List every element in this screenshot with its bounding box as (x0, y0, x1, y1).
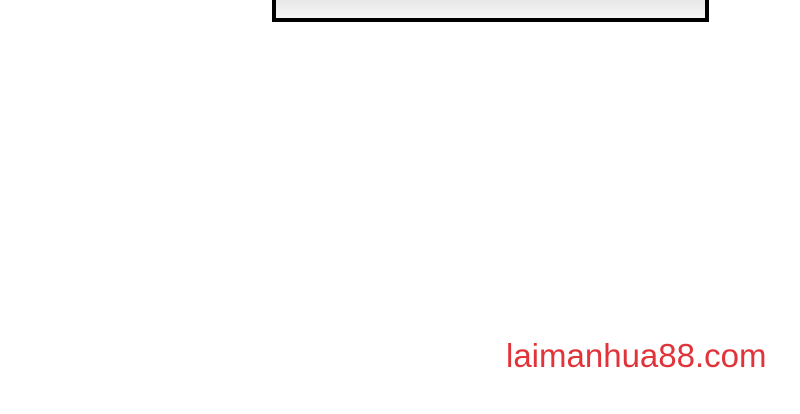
watermark-text: laimanhua88.com (506, 337, 767, 374)
comic-panel-fragment (272, 0, 709, 22)
